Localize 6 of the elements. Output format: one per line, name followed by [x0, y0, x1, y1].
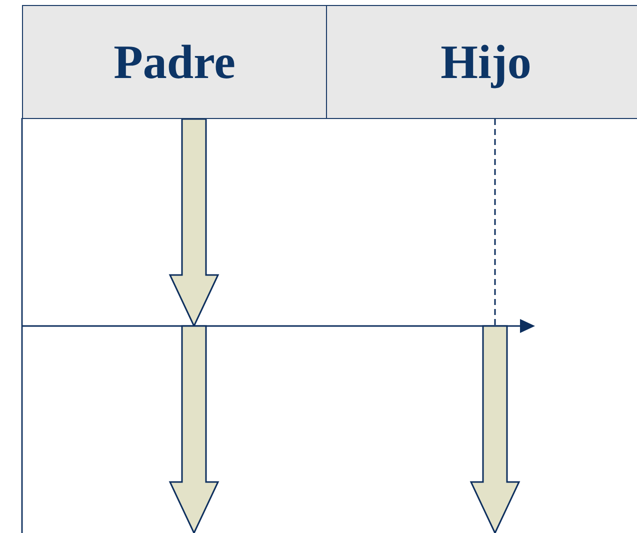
lane-title: Hijo: [440, 34, 532, 90]
dashed-line: [494, 119, 496, 326]
block-arrow: [168, 118, 220, 328]
lane-header: [326, 5, 637, 119]
lane-title: Padre: [114, 34, 236, 90]
lane-header: [22, 5, 327, 119]
